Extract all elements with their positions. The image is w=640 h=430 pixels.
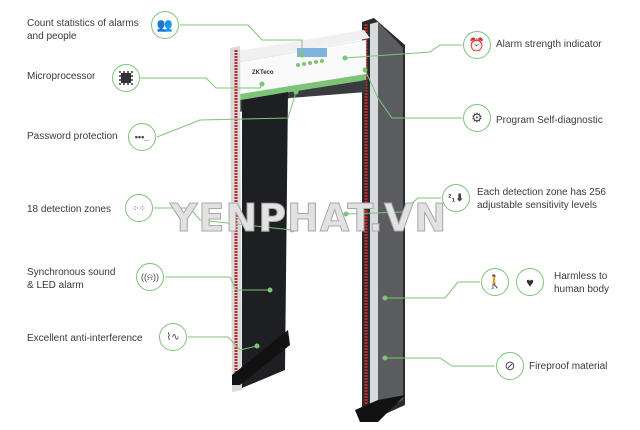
gear-check-icon: ⚙: [463, 104, 491, 132]
pregnant-person-icon: 🚶: [481, 268, 509, 296]
label-harmless: Harmless to human body: [554, 271, 610, 295]
label-sensitivity: Each detection zone has 256 adjustable s…: [477, 187, 606, 211]
people-group-icon: 👥: [151, 11, 179, 39]
watermark: YENPHAT.VN: [169, 196, 448, 241]
label-password: Password protection: [27, 131, 118, 142]
alarm-clock-icon: ⏰: [463, 31, 491, 59]
label-microprocessor: Microprocessor: [27, 71, 96, 82]
brand-logo: ZKTeco: [252, 70, 274, 76]
waveform-icon: ⌇∿: [159, 323, 187, 351]
label-sync-alarm: Synchronous sound & LED alarm: [27, 267, 116, 291]
sound-alarm-icon: ((⍾)): [136, 263, 164, 291]
label-anti-interference: Excellent anti-interference: [27, 333, 143, 344]
label-detection-zones: 18 detection zones: [27, 204, 111, 215]
label-alarm-strength: Alarm strength indicator: [496, 39, 602, 50]
chip-icon: [112, 64, 140, 92]
label-fireproof: Fireproof material: [529, 361, 608, 372]
no-fire-icon: ⊘: [496, 352, 524, 380]
display-screen: [297, 48, 327, 57]
label-count-statistics: Count statistics of alarms and people: [27, 18, 139, 42]
heart-pulse-icon: ♥: [516, 268, 544, 296]
crossbar: [232, 30, 370, 62]
sort-numeric-icon: ²₁⬇: [442, 184, 470, 212]
password-dots-icon: •••_: [128, 123, 156, 151]
label-self-diagnostic: Program Self-diagnostic: [496, 115, 603, 126]
zones-grid-icon: ⁘⁘: [125, 194, 153, 222]
